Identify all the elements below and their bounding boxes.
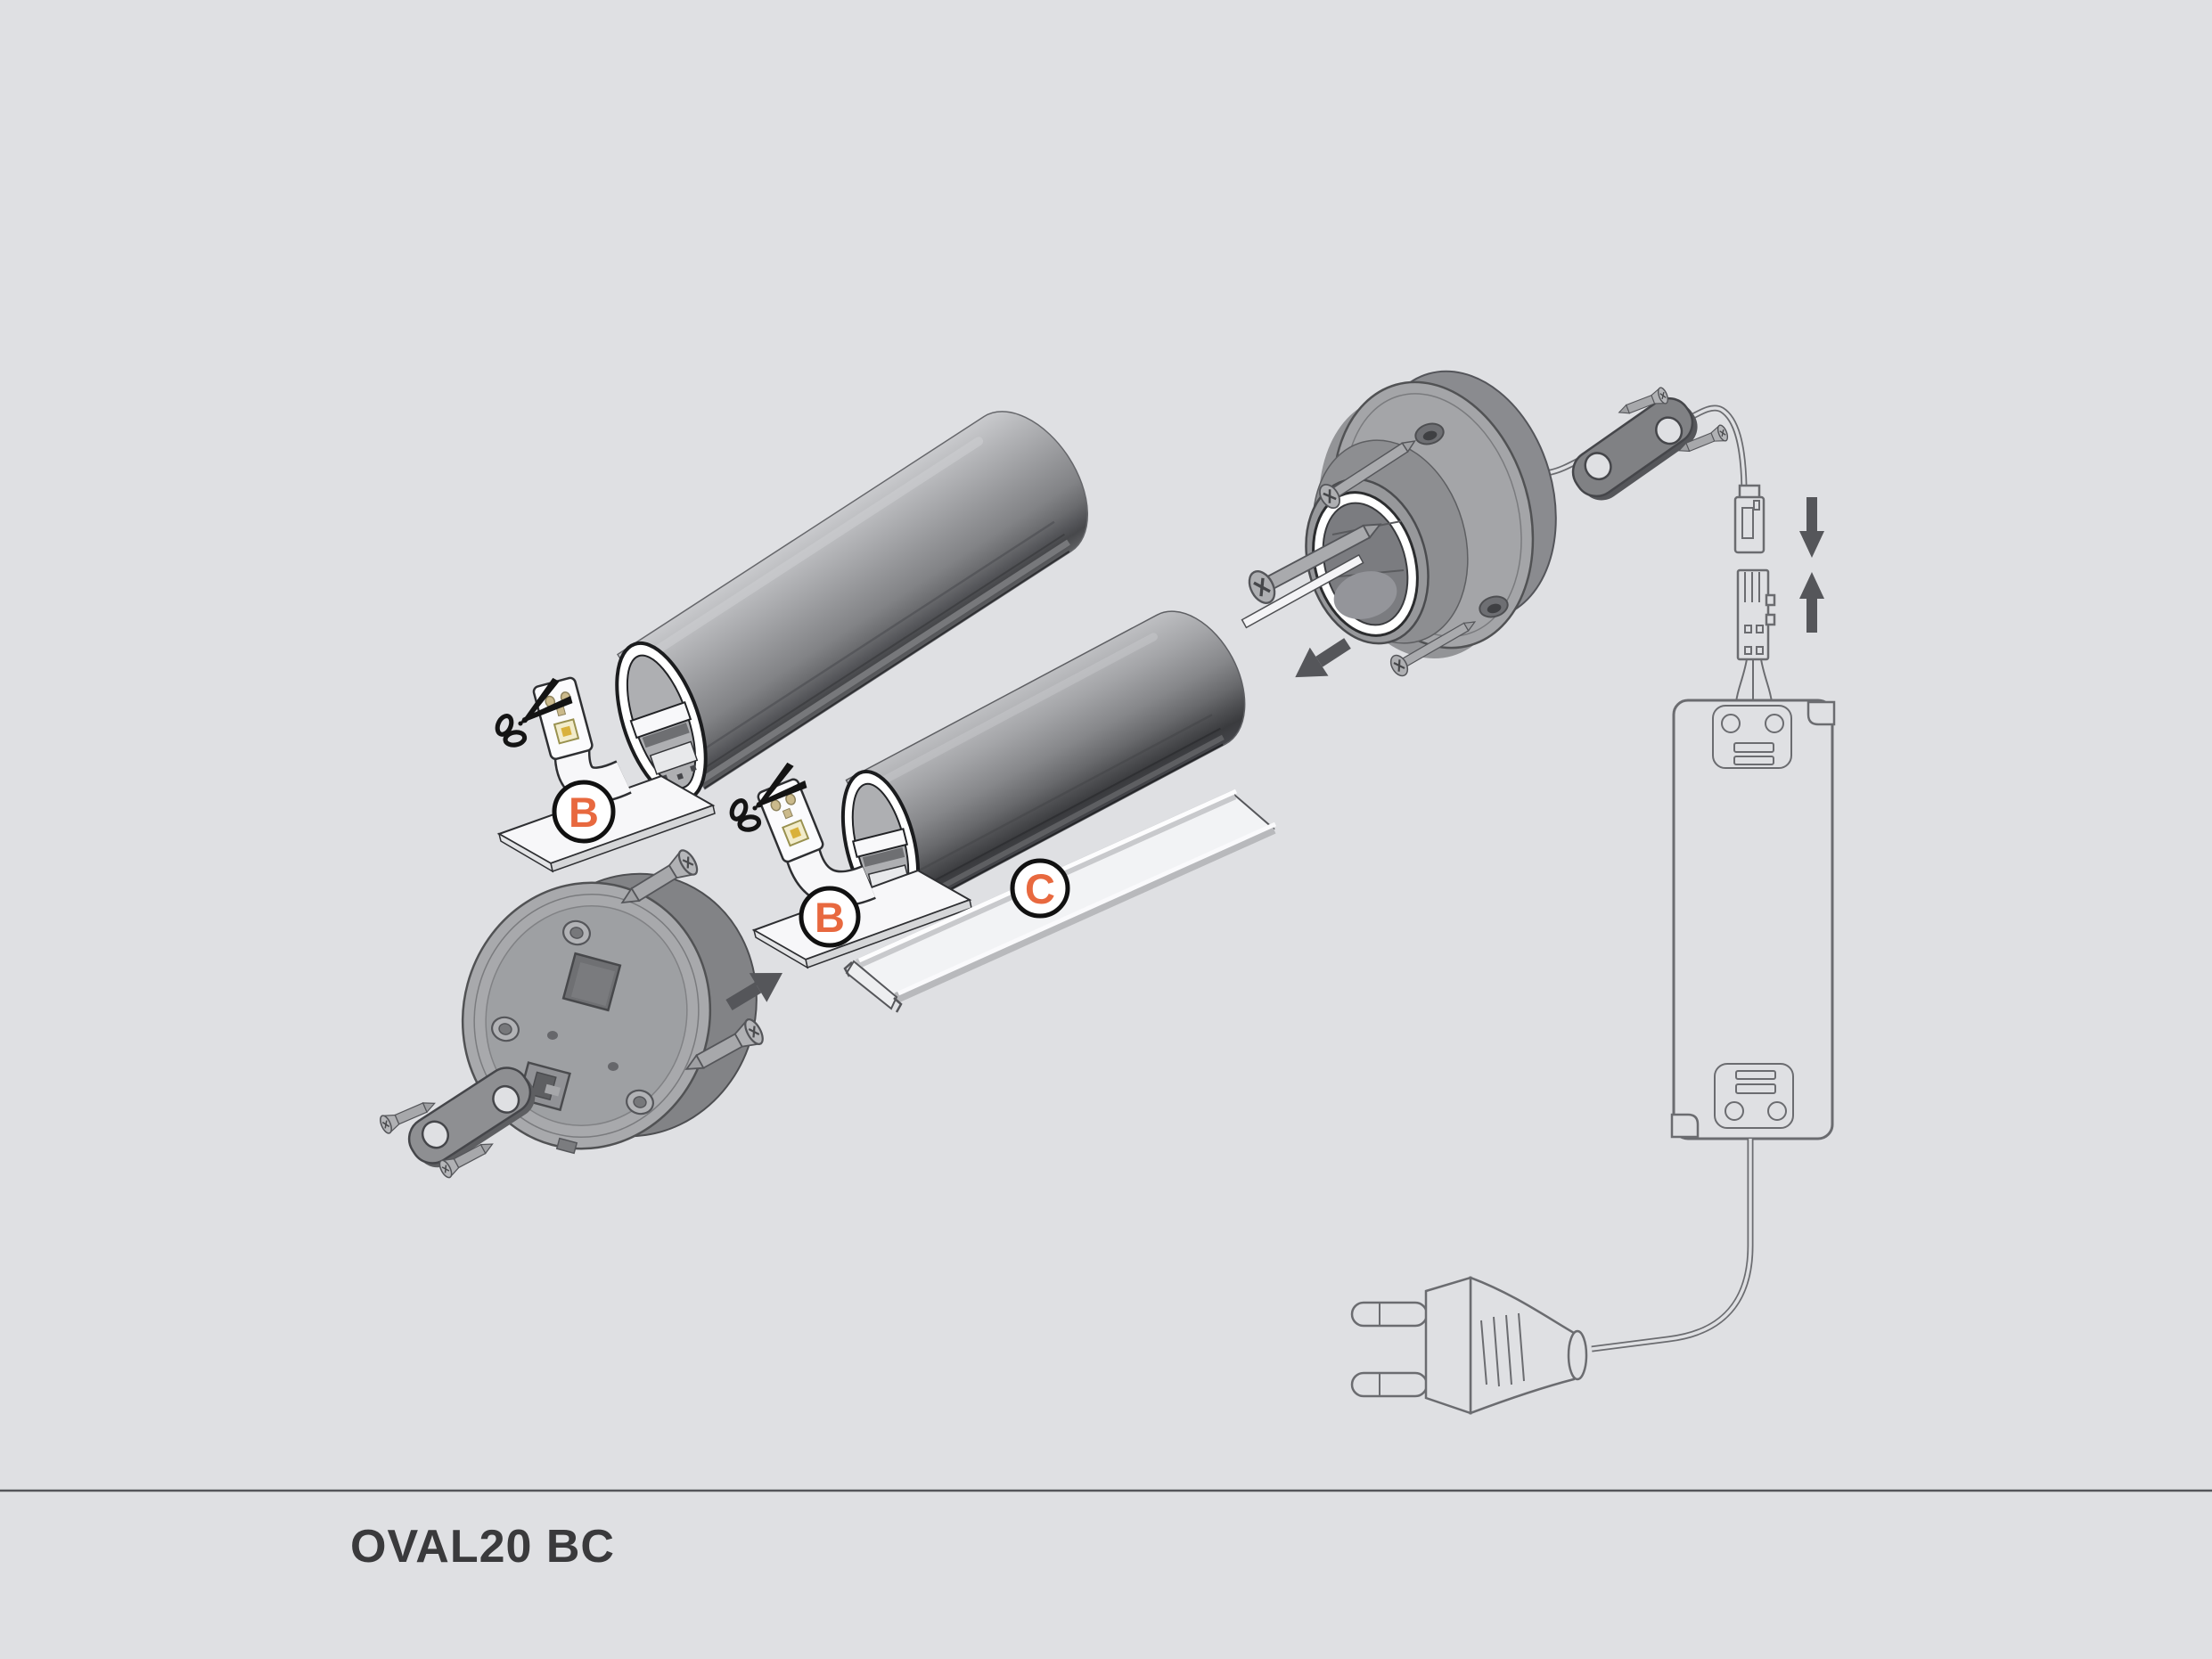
cap-screw-boss: [491, 919, 654, 1116]
page-title: OVAL20 BC: [350, 1521, 615, 1573]
cap-pilot-hole: [608, 1062, 619, 1071]
plug-pin: [1350, 1371, 1429, 1398]
profile-mounting-plate-rod: [1241, 553, 1364, 629]
connect-arrow-up-icon: [1799, 572, 1824, 633]
connector-male: [1733, 484, 1766, 554]
plug-body: [1469, 1276, 1576, 1415]
badge-c-label: C: [1025, 865, 1055, 912]
badge-b1: B: [552, 780, 616, 844]
cap-countersunk-hole: [1414, 422, 1445, 445]
badge-b2-label: B: [815, 894, 845, 941]
plug-grip-ribs: [1480, 1312, 1525, 1387]
profile-tube-1-open-end: [615, 641, 708, 803]
driver-terminal-bottom: [1714, 1063, 1794, 1129]
mounting-bracket-right: [1571, 396, 1698, 501]
driver-mount-notch: [1670, 1113, 1700, 1139]
plug-face: [1424, 1276, 1472, 1415]
driver-terminal-top: [1712, 705, 1792, 769]
cap-pilot-hole: [547, 1031, 558, 1040]
mains-cable: [1591, 1139, 1754, 1353]
led-driver: [1670, 699, 1836, 1140]
plug-strain-relief: [1567, 1329, 1588, 1381]
profile-tube-1: [615, 411, 1088, 803]
power-plug: [1350, 1276, 1588, 1415]
badge-b1-label: B: [569, 789, 599, 836]
badge-b2: B: [799, 886, 861, 948]
connector-female: [1735, 568, 1776, 703]
cap-notch: [555, 1137, 578, 1155]
driver-mount-notch: [1806, 700, 1836, 726]
cap-countersunk-hole: [1479, 595, 1509, 618]
cap-square-hole: [561, 952, 622, 1012]
end-cap-right: [1305, 370, 1557, 659]
badge-c: C: [1010, 858, 1070, 919]
mounting-bracket-left: [407, 1066, 536, 1168]
plug-pin: [1350, 1301, 1429, 1328]
connect-arrow-down-icon: [1799, 497, 1824, 558]
